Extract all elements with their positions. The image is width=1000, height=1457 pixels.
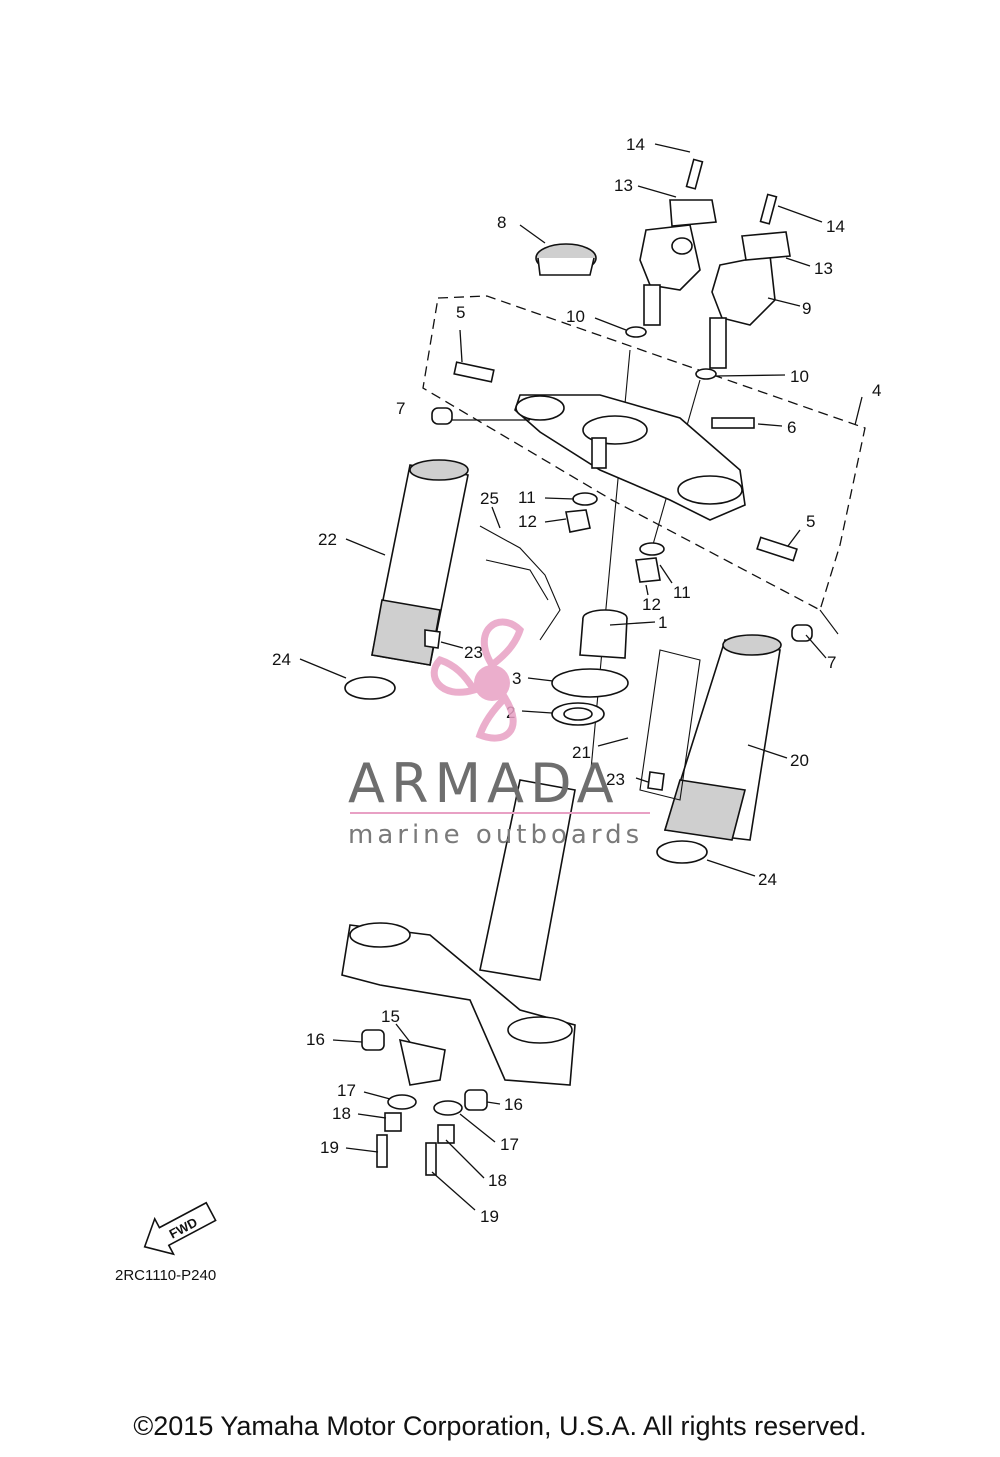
callout-24-left: 24: [272, 650, 291, 669]
callout-7-right: 7: [827, 653, 836, 672]
callout-16-left: 16: [306, 1030, 325, 1049]
callout-23-left: 23: [464, 643, 483, 662]
bearing-cover-3: [551, 668, 629, 698]
callout-19-right: 19: [480, 1207, 499, 1226]
callout-13-left: 13: [614, 176, 633, 195]
callout-17-right: 17: [500, 1135, 519, 1154]
callout-16-right: 16: [504, 1095, 523, 1114]
clip-25: [479, 525, 561, 641]
fwd-arrow-icon: FWD: [143, 1201, 217, 1256]
callout-6: 6: [787, 418, 796, 437]
callout-7-left: 7: [396, 399, 405, 418]
upper-bracket: [514, 394, 746, 521]
upper-bracket-assembly-outline: [422, 295, 866, 611]
callout-24-right: 24: [758, 870, 777, 889]
callout-11-lower: 11: [673, 583, 691, 602]
lower-bracket: [341, 779, 576, 1086]
callout-22: 22: [318, 530, 337, 549]
collar-7-left: [431, 407, 453, 425]
callout-20: 20: [790, 751, 809, 770]
fork-tube-22: [371, 459, 469, 666]
bolt-5-lower: [756, 536, 798, 562]
callout-12-lower: 12: [642, 595, 661, 614]
o-ring-24-right: [656, 840, 708, 864]
callout-18-right: 18: [488, 1171, 507, 1190]
callout-10-upper: 10: [566, 307, 585, 326]
callout-5-lower: 5: [806, 512, 815, 531]
copyright-notice: ©2015 Yamaha Motor Corporation, U.S.A. A…: [133, 1411, 867, 1441]
propeller-logo-icon: [430, 618, 525, 742]
callout-10-lower: 10: [790, 367, 809, 386]
callout-14-right: 14: [826, 217, 845, 236]
callout-14-left: 14: [626, 135, 645, 154]
callout-19-left: 19: [320, 1138, 339, 1157]
armada-watermark: ARMADA marine outboards: [348, 618, 650, 850]
handlebar-holder-left: [639, 224, 701, 326]
cap-8: [535, 243, 597, 276]
ring-nut-1: [579, 609, 628, 659]
diagram-code: 2RC1110-P240: [115, 1267, 216, 1284]
callout-1: 1: [658, 613, 667, 632]
callout-12-upper: 12: [518, 512, 537, 531]
callout-18-left: 18: [332, 1104, 351, 1123]
callout-9: 9: [802, 299, 811, 318]
handlebar-holder-right: [709, 254, 776, 369]
bearing-2: [551, 702, 605, 726]
callout-23-right: 23: [606, 770, 625, 789]
callout-17-left: 17: [337, 1081, 356, 1100]
callout-8: 8: [497, 213, 506, 232]
callout-15: 15: [381, 1007, 400, 1026]
callout-11-upper: 11: [518, 488, 536, 507]
callout-21: 21: [572, 743, 591, 762]
washer-10-upper: [625, 326, 647, 338]
callout-4: 4: [872, 381, 881, 400]
handlebar-upper-holder-13: [669, 199, 791, 261]
fork-tube-20: [663, 634, 782, 841]
callout-13-right: 13: [814, 259, 833, 278]
watermark-tagline: marine outboards: [348, 820, 643, 850]
callout-3: 3: [512, 669, 521, 688]
callout-5-upper: 5: [456, 303, 465, 322]
bolt-6: [711, 417, 755, 429]
watermark-brand: ARMADA: [348, 752, 620, 815]
bolt-5-upper: [453, 361, 495, 383]
callout-25: 25: [480, 489, 499, 508]
washer-10-lower: [695, 368, 717, 380]
bolts-14: [685, 158, 778, 225]
o-ring-24-left: [344, 676, 396, 700]
